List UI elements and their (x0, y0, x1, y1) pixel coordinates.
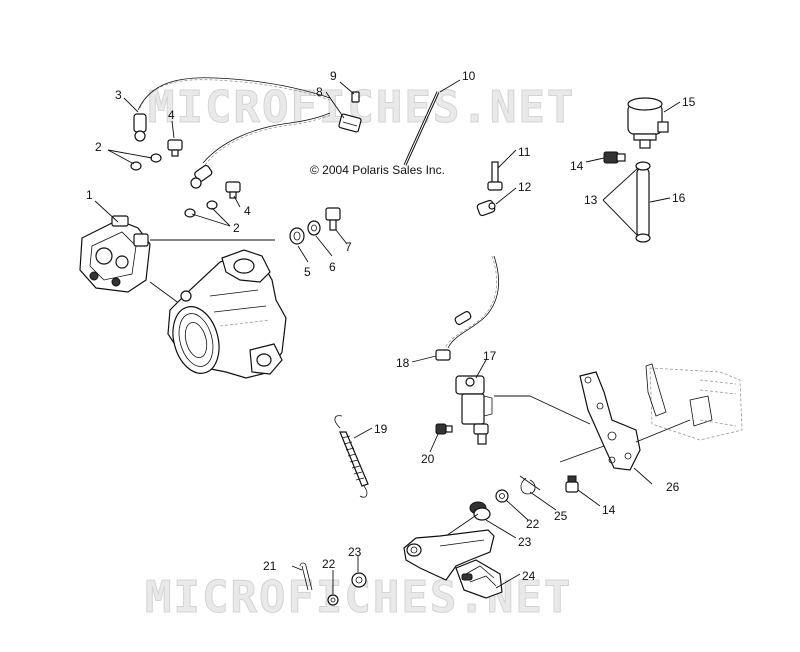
bolt-part-lower-right (565, 475, 579, 493)
callout-25: 25 (554, 509, 568, 523)
callout-23-lower: 23 (348, 545, 362, 559)
banjo-fitting-lower (190, 164, 213, 189)
callout-14-upper: 14 (570, 159, 584, 173)
mounting-bracket-part (579, 371, 641, 471)
bolt-part-upper (167, 139, 183, 157)
small-screw-part (351, 91, 360, 103)
callout-3: 3 (115, 88, 122, 102)
master-cylinder-part (455, 375, 493, 445)
callout-17: 17 (483, 349, 497, 363)
washer-parts (130, 153, 218, 218)
callout-21: 21 (263, 559, 277, 573)
callout-2-lower: 2 (233, 221, 240, 235)
cotter-pin-part (299, 562, 313, 591)
callout-10: 10 (462, 69, 476, 83)
washer-part-22-lower (327, 594, 339, 606)
callout-15: 15 (682, 95, 696, 109)
callout-18: 18 (396, 356, 410, 370)
callout-6: 6 (329, 260, 336, 274)
callout-12: 12 (518, 180, 532, 194)
brake-caliper-part (79, 215, 151, 293)
brake-line-upper (137, 77, 331, 166)
bushing-part-23-upper (469, 501, 491, 521)
callout-7: 7 (345, 240, 352, 254)
callout-24: 24 (522, 569, 536, 583)
pin-part (487, 161, 503, 191)
callout-23-upper: 23 (518, 535, 532, 549)
callout-9: 9 (330, 69, 337, 83)
return-spring-part (334, 415, 369, 498)
brake-line-lower (435, 255, 499, 361)
washer-part-5 (289, 227, 305, 245)
bolt-part-reservoir (603, 151, 626, 164)
callout-19: 19 (374, 422, 388, 436)
frame-section (635, 363, 743, 443)
callout-leaders (94, 79, 681, 594)
callout-20: 20 (421, 452, 435, 466)
bolt-part-lower (225, 181, 241, 199)
snap-ring-part (520, 477, 536, 495)
callout-14-lower: 14 (602, 503, 616, 517)
copyright-text: © 2004 Polaris Sales Inc. (310, 163, 445, 177)
washer-part-6 (307, 220, 321, 236)
callout-4-lower: 4 (244, 204, 251, 218)
callout-11: 11 (518, 145, 531, 159)
callout-22-upper: 22 (526, 517, 540, 531)
callout-22-lower: 22 (322, 557, 336, 571)
nut-part-20 (435, 423, 453, 435)
callout-26: 26 (666, 480, 680, 494)
callout-5: 5 (304, 265, 311, 279)
gearcase-housing-part (167, 249, 287, 379)
washer-part-22-upper (495, 489, 509, 503)
callout-8: 8 (316, 85, 323, 99)
callout-labels: 1 2 2 3 4 4 5 6 7 8 9 10 11 12 13 14 14 … (86, 69, 696, 583)
watermark-top: MICROFICHES.NET (148, 82, 575, 133)
bushing-part-23-lower (351, 572, 367, 588)
banjo-fitting-part (133, 113, 147, 142)
bolt-part-7 (325, 207, 341, 231)
clip-part (476, 199, 496, 217)
reservoir-hose-part (635, 161, 651, 243)
junction-block-part (338, 113, 362, 133)
callout-13: 13 (584, 193, 598, 207)
callout-1: 1 (86, 188, 93, 202)
callout-4-upper: 4 (168, 108, 175, 122)
push-rod-part (403, 91, 440, 166)
callout-16: 16 (672, 191, 686, 205)
brake-pedal-part (403, 529, 503, 599)
callout-2-upper: 2 (95, 140, 102, 154)
fluid-reservoir-part (627, 97, 669, 149)
